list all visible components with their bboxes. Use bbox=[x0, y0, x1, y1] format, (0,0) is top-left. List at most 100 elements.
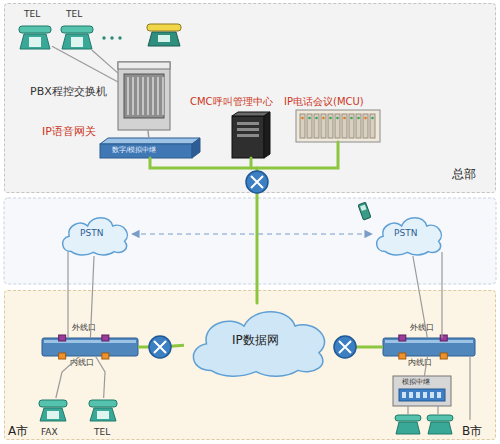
connector-line bbox=[92, 50, 118, 73]
device-port bbox=[430, 392, 434, 398]
inner-port bbox=[102, 353, 109, 359]
zone-label: B市 bbox=[462, 425, 482, 437]
node-label: IP数据网 bbox=[232, 334, 279, 346]
device-panel bbox=[399, 389, 445, 401]
mcu-led bbox=[371, 117, 374, 120]
phone-base bbox=[20, 34, 50, 49]
mcu-card bbox=[321, 114, 326, 138]
hq-bus bbox=[150, 142, 338, 303]
phone-base bbox=[40, 408, 66, 421]
card-slot bbox=[152, 77, 154, 115]
outer-port bbox=[102, 335, 109, 341]
router-arrows bbox=[339, 341, 351, 353]
dot bbox=[110, 36, 113, 39]
mcu-led bbox=[329, 117, 332, 120]
gateway-front bbox=[100, 144, 192, 158]
mcu-card bbox=[314, 114, 319, 138]
mcu-led bbox=[301, 117, 304, 120]
card-slot bbox=[162, 77, 164, 115]
device-port bbox=[437, 392, 441, 398]
phone-outline bbox=[18, 24, 52, 50]
mcu-led bbox=[308, 117, 311, 120]
call-manager-server: CMC呼叫管理中心 bbox=[232, 112, 270, 158]
connector-line bbox=[413, 256, 428, 338]
cloud-shape bbox=[63, 218, 128, 255]
router-arrows bbox=[251, 176, 263, 188]
node-label: PSTN bbox=[394, 229, 417, 238]
device-port bbox=[402, 392, 406, 398]
mcu-led bbox=[322, 117, 325, 120]
uplink-wire bbox=[256, 193, 259, 303]
cabinet-top bbox=[118, 62, 170, 69]
trunk-device: 模拟中继 bbox=[393, 376, 451, 406]
pbx-outline bbox=[118, 62, 170, 130]
inner-port bbox=[440, 353, 447, 359]
mcu-card bbox=[307, 114, 312, 138]
card-slot bbox=[132, 77, 134, 115]
mcu-card bbox=[335, 114, 340, 138]
phone-base bbox=[396, 422, 420, 434]
trunk-wire bbox=[441, 252, 442, 338]
drive-bay bbox=[237, 134, 259, 137]
gateway-stripe bbox=[385, 340, 473, 343]
cabinet-body bbox=[118, 62, 170, 130]
bus-wire bbox=[150, 142, 338, 168]
gw2-outline bbox=[383, 338, 475, 356]
mcu-led bbox=[343, 117, 346, 120]
mcu-led bbox=[364, 117, 367, 120]
mcu-outline bbox=[296, 110, 380, 142]
cabinet-panel bbox=[124, 74, 164, 118]
connector-line bbox=[56, 356, 80, 398]
phone-keypad bbox=[158, 35, 170, 42]
server-outline bbox=[232, 112, 270, 158]
outer-port bbox=[59, 335, 66, 341]
inner-port bbox=[399, 353, 406, 359]
card-slot bbox=[127, 77, 129, 115]
mobile-body bbox=[358, 202, 371, 220]
phone-keypad bbox=[97, 411, 109, 419]
telephone-icon bbox=[147, 24, 181, 46]
pstn-zone bbox=[4, 198, 496, 284]
card-slot bbox=[157, 77, 159, 115]
mcu-led bbox=[357, 117, 360, 120]
connector-line bbox=[147, 130, 149, 138]
mobile-phone-icon bbox=[358, 202, 371, 220]
dot bbox=[118, 36, 121, 39]
connector-line bbox=[424, 356, 427, 376]
device-port bbox=[416, 392, 420, 398]
gateway-body bbox=[42, 338, 138, 356]
mcu-card bbox=[356, 114, 361, 138]
router-icon bbox=[149, 336, 171, 358]
mcu-chassis bbox=[296, 110, 380, 142]
server-side bbox=[264, 112, 270, 158]
extension-wire bbox=[407, 406, 408, 414]
node-label: IP语音网关 bbox=[42, 126, 96, 137]
mcu-led bbox=[350, 117, 353, 120]
port-label: 内线口 bbox=[70, 359, 94, 367]
pbx-switch: PBX程控交换机 bbox=[118, 62, 170, 130]
bus-wire bbox=[250, 158, 253, 168]
drive-bay bbox=[237, 122, 259, 125]
router-icon bbox=[334, 336, 356, 358]
extension-wire bbox=[469, 356, 470, 420]
mcu-led bbox=[336, 117, 339, 120]
mcu-card bbox=[363, 114, 368, 138]
node-label: CMC呼叫管理中心 bbox=[190, 97, 273, 107]
card-slot bbox=[142, 77, 144, 115]
node-label: TEL bbox=[66, 10, 82, 19]
city-zone: A市B市外线口内线口IP数据网外线口内线口FAXTEL模拟中继 bbox=[4, 290, 496, 440]
phone-keypad bbox=[29, 37, 41, 47]
mcu-card bbox=[342, 114, 347, 138]
router-body bbox=[246, 171, 268, 193]
phone-base bbox=[62, 34, 92, 49]
card-slot bbox=[137, 77, 139, 115]
gw2-outline bbox=[42, 338, 138, 356]
connector-line bbox=[95, 356, 105, 398]
phone-base bbox=[90, 408, 116, 421]
telephone: TEL bbox=[18, 24, 52, 50]
telephone: TEL bbox=[60, 24, 94, 50]
mcu-led bbox=[315, 117, 318, 120]
phone-base bbox=[148, 32, 180, 46]
